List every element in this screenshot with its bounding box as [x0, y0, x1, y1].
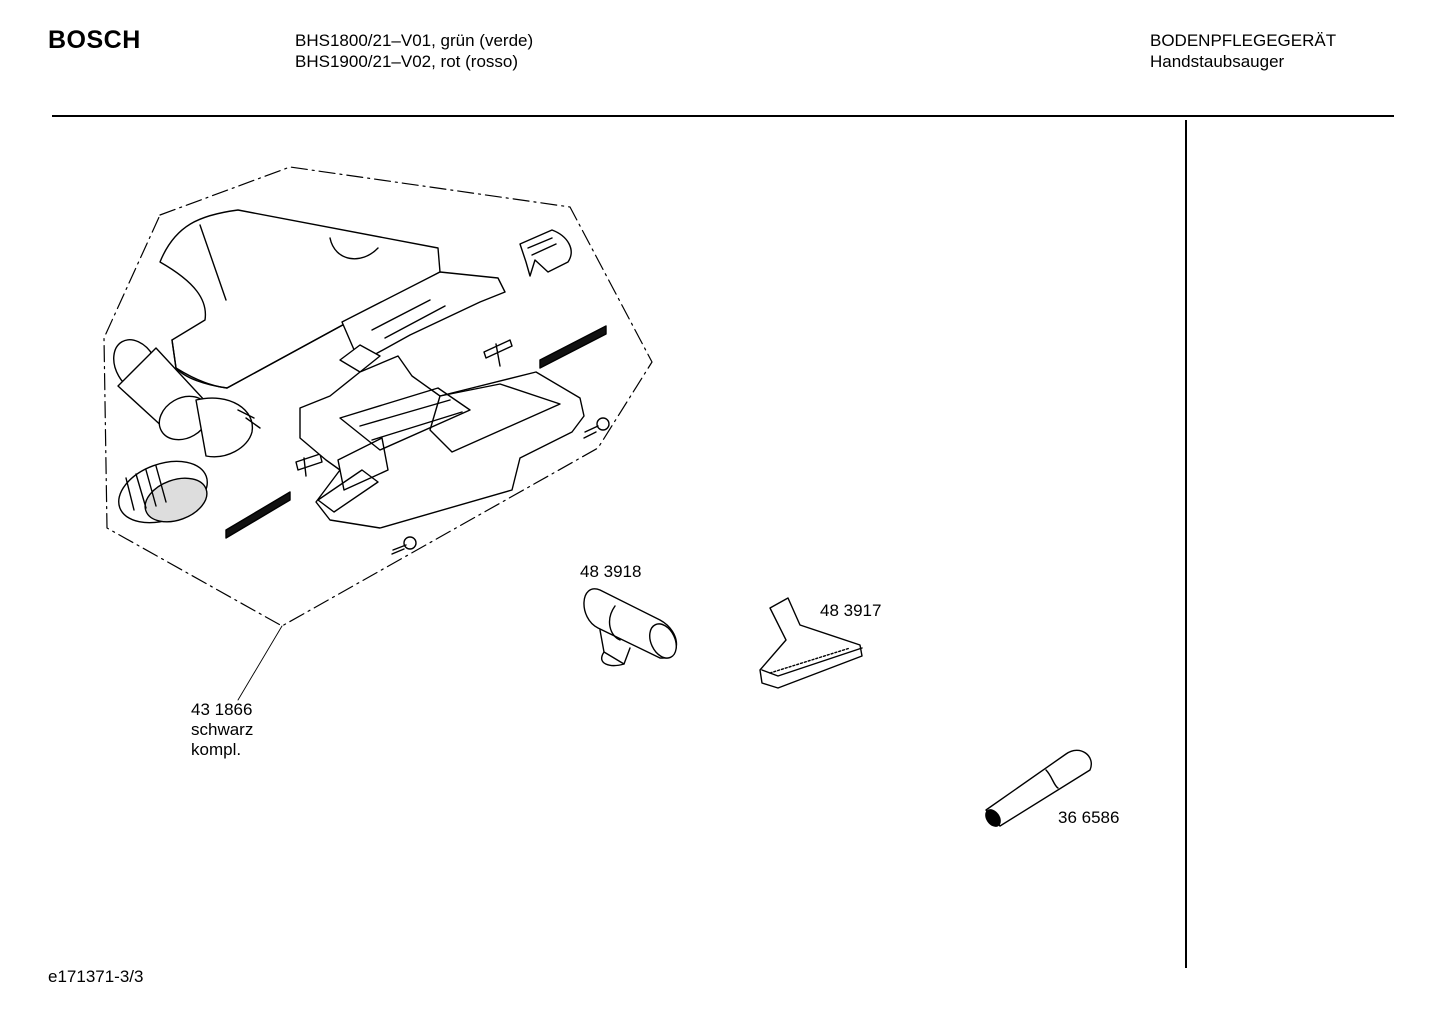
small-pin [483, 339, 513, 367]
part-note: kompl. [191, 740, 242, 759]
bosch-logo: BOSCH [48, 26, 141, 54]
base-plate [299, 355, 585, 529]
suction-elbow [113, 339, 261, 458]
assembly-boundary [103, 166, 653, 627]
swivel-adapter [118, 460, 208, 524]
part-number: 43 1866 [191, 700, 253, 719]
category-line-2: Handstaubsauger [1150, 52, 1285, 71]
category-line-1: BODENPFLEGEGERÄT [1150, 31, 1337, 50]
part-label-366586: 36 6586 [1058, 808, 1120, 827]
upholstery-nozzle [759, 597, 863, 689]
screw-right [583, 417, 610, 439]
part-color: schwarz [191, 720, 254, 739]
drawing-id: e171371-3/3 [48, 967, 144, 986]
brush-strip-upper [539, 325, 607, 369]
crevice-tool [985, 749, 1092, 827]
header-divider [52, 115, 1394, 117]
screw-bottom [391, 536, 417, 555]
model-line-1: BHS1800/21–V01, grün (verde) [295, 31, 534, 50]
assembly-leader-line [237, 625, 283, 701]
column-divider [1185, 120, 1187, 968]
product-category: BODENPFLEGEGERÄT Handstaubsauger [1150, 30, 1336, 72]
model-line-2: BHS1900/21–V02, rot (rosso) [295, 52, 519, 71]
part-label-483918: 48 3918 [580, 562, 642, 581]
inner-frame [339, 271, 506, 373]
part-label-483917: 48 3917 [820, 601, 882, 620]
hose-clip-sleeve [583, 588, 677, 667]
brush-strip-lower [225, 491, 291, 539]
locking-clip [519, 229, 572, 277]
pivot-pin [295, 453, 323, 477]
model-list: BHS1800/21–V01, grün (verde) BHS1900/21–… [295, 30, 533, 72]
part-label-431866: 43 1866 schwarz kompl. [191, 700, 253, 760]
nozzle-cover [159, 209, 441, 389]
